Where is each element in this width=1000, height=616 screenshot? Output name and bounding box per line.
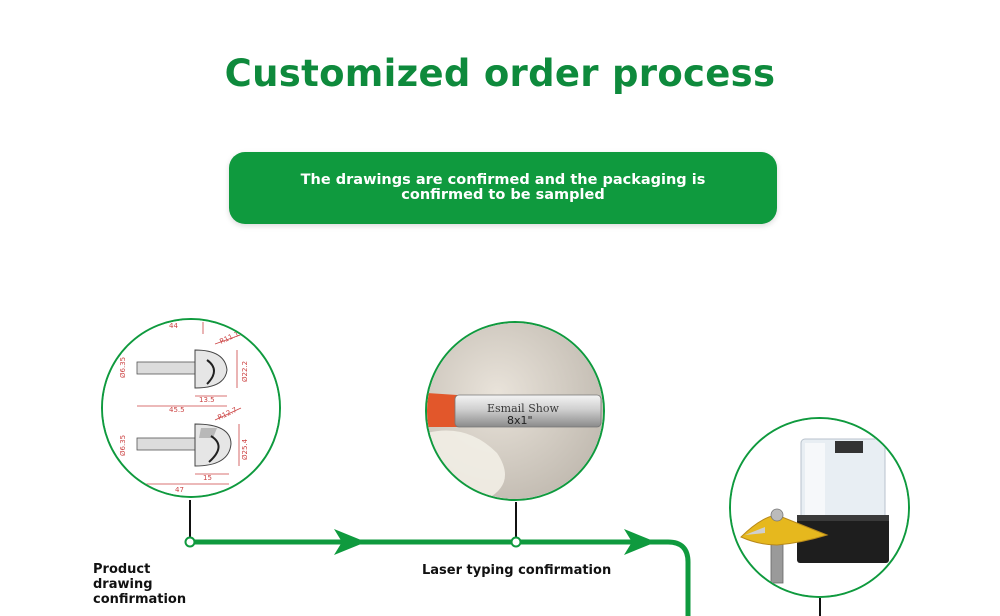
svg-text:Ø6.35: Ø6.35 (119, 357, 127, 378)
svg-text:47: 47 (175, 486, 184, 494)
svg-text:8x1": 8x1" (507, 414, 533, 427)
arrow-right-icon (624, 529, 656, 555)
step-label-product-drawing: Product drawing confirmation (93, 562, 187, 607)
svg-text:13.5: 13.5 (199, 396, 215, 404)
svg-text:Ø25.4: Ø25.4 (241, 438, 249, 460)
flow-path (190, 539, 691, 616)
laser-typing-image: Esmail Show 8x1" (425, 321, 605, 501)
packaging-image (729, 417, 910, 598)
process-banner: The drawings are confirmed and the packa… (229, 152, 777, 224)
step-label-laser-typing: Laser typing confirmation (422, 563, 612, 578)
svg-text:Esmail Show: Esmail Show (487, 402, 559, 415)
svg-text:15: 15 (203, 474, 212, 482)
node-dot-1 (184, 536, 196, 548)
banner-text: The drawings are confirmed and the packa… (300, 172, 706, 203)
product-drawing-image: 44 R11.1 Ø6.35 Ø22.2 13.5 45.5 R12.7 Ø6.… (101, 318, 281, 498)
page-title: Customized order process (224, 52, 776, 95)
svg-text:Ø22.2: Ø22.2 (241, 361, 249, 382)
arrow-right-icon (334, 529, 366, 555)
svg-text:44: 44 (169, 322, 178, 330)
node-dot-2 (510, 536, 522, 548)
svg-text:Ø6.35: Ø6.35 (119, 435, 127, 456)
svg-text:45.5: 45.5 (169, 406, 185, 414)
